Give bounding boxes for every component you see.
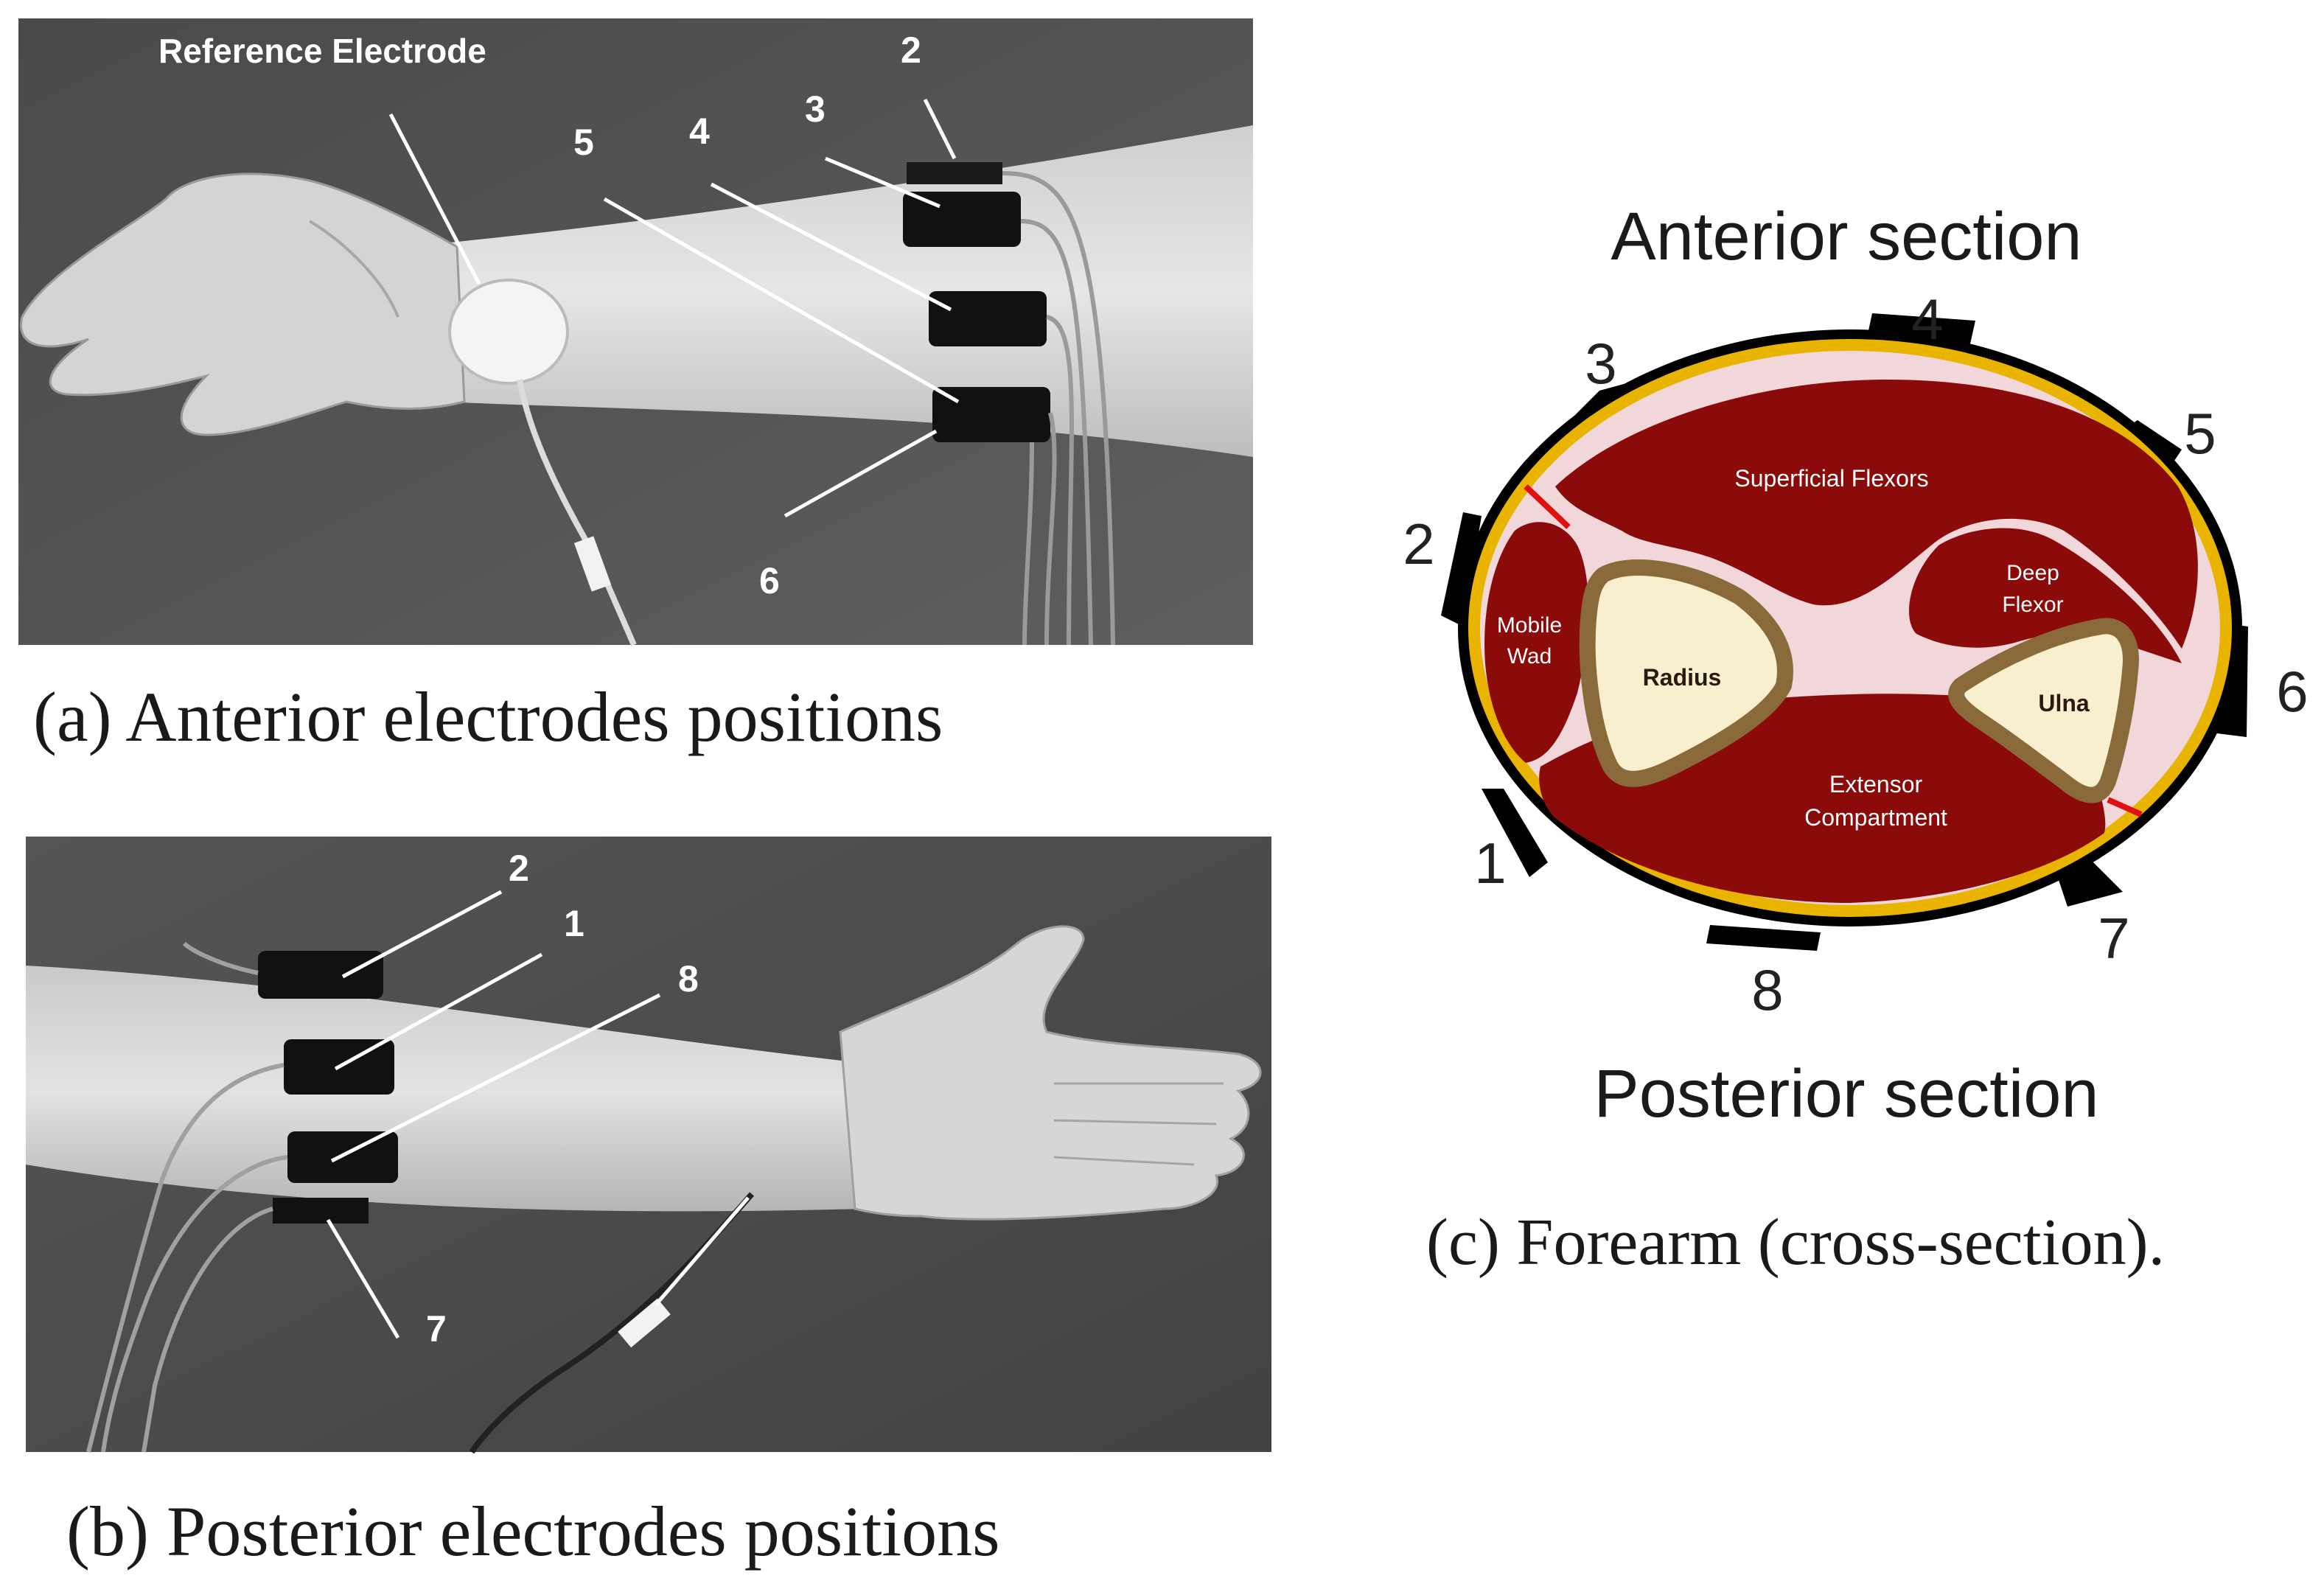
posterior-section-title: Posterior section: [1594, 1056, 2098, 1131]
extensor-label-line1: Extensor: [1829, 771, 1923, 797]
electrode-number-6: 6: [2276, 659, 2308, 724]
anterior-label-2: 2: [901, 29, 921, 71]
electrode-cable: [1044, 412, 1057, 646]
electrode-number-2: 2: [1403, 512, 1434, 576]
extensor-label-line2: Compartment: [1804, 804, 1947, 831]
ulna-bone: [1948, 618, 2139, 803]
anterior-label-5: 5: [573, 122, 594, 163]
anterior-label-6: 6: [759, 560, 780, 601]
deep-flexor-label-line2: Flexor: [2002, 593, 2063, 617]
superficial-flexors-region: [1555, 380, 2198, 649]
reference-electrode: [448, 279, 569, 385]
posterior-label-8: 8: [678, 958, 699, 999]
forearm-shape: [442, 125, 1253, 457]
leader-line-2: [341, 890, 503, 979]
forearm-shape: [26, 966, 862, 1212]
electrode-cable: [86, 1063, 285, 1453]
radius-bone: [1579, 559, 1793, 787]
reference-plug: [573, 536, 612, 592]
mobile-wad-label-line2: Wad: [1507, 644, 1552, 669]
electrode-2-pad: [258, 951, 383, 999]
leader-line-6: [784, 429, 938, 518]
mobile-wad-region: [1484, 522, 1588, 763]
electrode-number-4: 4: [1911, 287, 1943, 352]
electrode-cable: [1002, 171, 1115, 646]
electrode-number-1: 1: [1474, 831, 1506, 896]
posterior-label-7: 7: [426, 1308, 447, 1350]
reference-electrode-label: Reference Electrode: [158, 32, 486, 70]
electrode-pad-1: [1482, 789, 1548, 877]
leader-line-3: [825, 156, 941, 209]
divider-line-right: [2107, 797, 2143, 817]
electrode-7-pad: [273, 1198, 369, 1224]
deep-flexor-label-line1: Deep: [2006, 561, 2059, 585]
electrode-4-pad: [929, 291, 1047, 346]
panel-a-photo: Reference Electrode 2 3 4 5 6: [18, 18, 1253, 646]
finger-lines: [1053, 1082, 1224, 1166]
radius-label: Radius: [1643, 664, 1722, 691]
electrode-number-8: 8: [1751, 957, 1783, 1022]
panel-b-photo: 2 1 8 7: [26, 837, 1271, 1454]
electrode-cable: [142, 1207, 273, 1453]
electrode-number-5: 5: [2184, 401, 2216, 466]
leader-line-5: [603, 197, 960, 404]
anterior-label-4: 4: [689, 111, 710, 152]
reference-leader-line: [655, 1196, 750, 1306]
leader-line-8: [330, 993, 661, 1163]
leader-line-4: [710, 182, 952, 312]
mobile-wad-label-line1: Mobile: [1497, 613, 1562, 638]
caption-c: (c) Forearm (cross-section).: [1426, 1206, 2165, 1279]
caption-a: (a) Anterior electrodes positions: [33, 677, 943, 756]
electrode-pad-2: [1441, 512, 1482, 627]
electrode-3-pad: [903, 192, 1021, 247]
electrode-cable: [1022, 441, 1034, 646]
reference-leader-line: [388, 113, 481, 285]
posterior-label-1: 1: [564, 903, 585, 944]
superficial-flexors-label: Superficial Flexors: [1734, 465, 1928, 492]
divider-line-left: [1524, 484, 1571, 529]
hand-shape: [839, 925, 1262, 1221]
ulna-label: Ulna: [2038, 690, 2090, 716]
electrode-pad-8: [1706, 925, 1821, 951]
leader-line-2: [923, 98, 957, 160]
reference-plug: [618, 1298, 671, 1348]
electrode-cable: [101, 1155, 288, 1453]
posterior-label-2: 2: [509, 848, 529, 889]
electrode-number-3: 3: [1585, 331, 1616, 396]
palm-crease: [308, 220, 399, 318]
electrode-cable: [1046, 315, 1074, 646]
anterior-section-title: Anterior section: [1611, 199, 2082, 274]
anterior-label-3: 3: [805, 88, 826, 130]
leader-line-7: [326, 1218, 400, 1339]
caption-b: (b) Posterior electrodes positions: [66, 1492, 999, 1571]
electrode-cable: [182, 941, 259, 975]
hand-shape: [20, 172, 466, 436]
panel-c-cross-section: Anterior section Posterior section: [1403, 199, 2308, 1131]
electrode-number-7: 7: [2098, 906, 2129, 971]
electrode-2-pad: [907, 162, 1002, 184]
leader-line-1: [334, 952, 543, 1071]
electrode-5-pad: [932, 387, 1050, 442]
electrode-cable: [1020, 219, 1093, 646]
